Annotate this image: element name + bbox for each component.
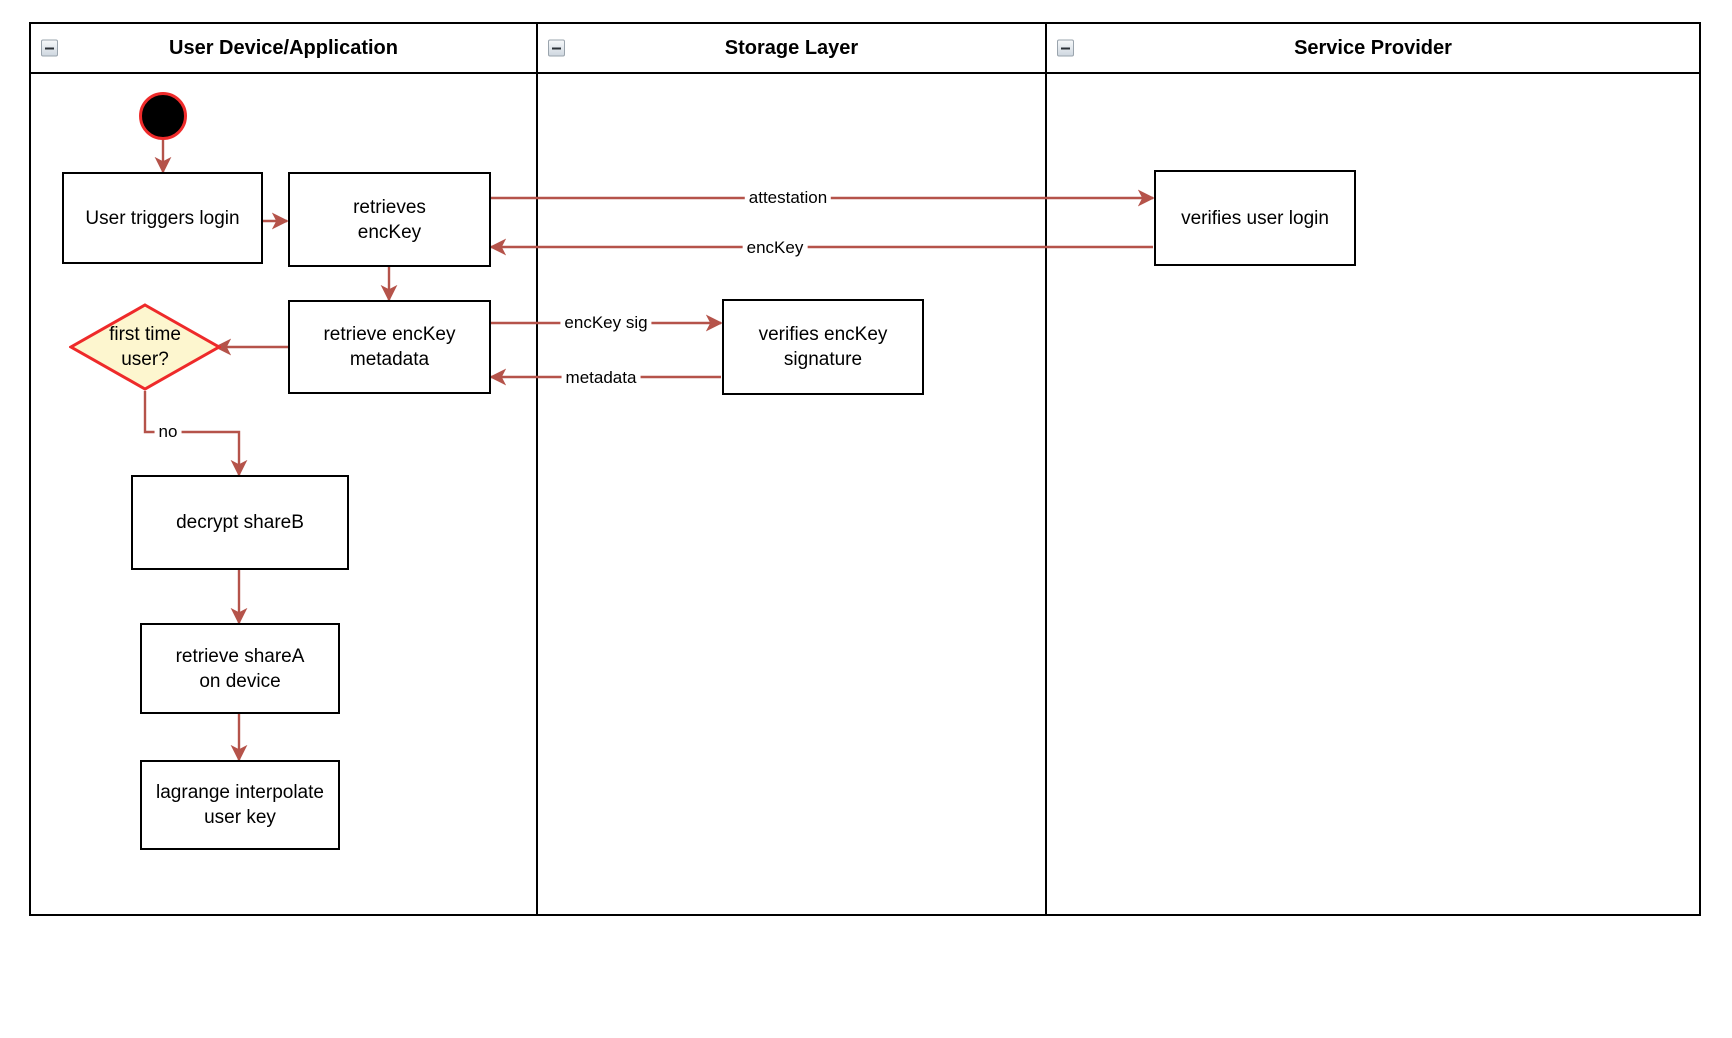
lane-storage-layer: Storage Layer [536,24,1045,914]
decision-diamond-shape [69,303,221,391]
lane-title-user-device: User Device/Application [169,36,398,59]
node-decrypt-shareb[interactable]: decrypt shareB [131,475,349,570]
minus-box-icon[interactable] [1057,39,1074,57]
node-retrieve-enckey-metadata[interactable]: retrieve encKey metadata [288,300,491,394]
lane-user-device: User Device/Application [31,24,536,914]
lane-service-provider: Service Provider [1045,24,1699,914]
edge-label-enckey-sig: encKey sig [560,313,652,333]
lane-title-storage-layer: Storage Layer [724,36,859,59]
node-lagrange-interpolate-user-key[interactable]: lagrange interpolate user key [140,760,340,850]
edge-label-no: no [154,422,182,442]
lane-header-storage-layer: Storage Layer [538,24,1045,74]
node-first-time-user[interactable]: first time user? [69,303,221,391]
lane-header-service-provider: Service Provider [1047,24,1699,74]
edge-label-enckey: encKey [742,238,808,258]
edge-label-metadata: metadata [561,368,641,388]
lane-header-user-device: User Device/Application [31,24,536,74]
minus-box-icon[interactable] [548,39,565,57]
node-verifies-enckey-signature[interactable]: verifies encKey signature [722,299,924,395]
node-verifies-user-login[interactable]: verifies user login [1154,170,1356,266]
edge-label-attestation: attestation [744,188,832,208]
node-user-triggers-login[interactable]: User triggers login [62,172,263,264]
start-node[interactable] [139,92,187,140]
node-first-time-user-label: first time user? [109,324,181,370]
node-retrieve-sharea-on-device[interactable]: retrieve shareA on device [140,623,340,714]
lane-title-service-provider: Service Provider [1294,36,1452,59]
minus-box-icon[interactable] [41,39,58,57]
node-retrieves-enckey[interactable]: retrieves encKey [288,172,491,267]
